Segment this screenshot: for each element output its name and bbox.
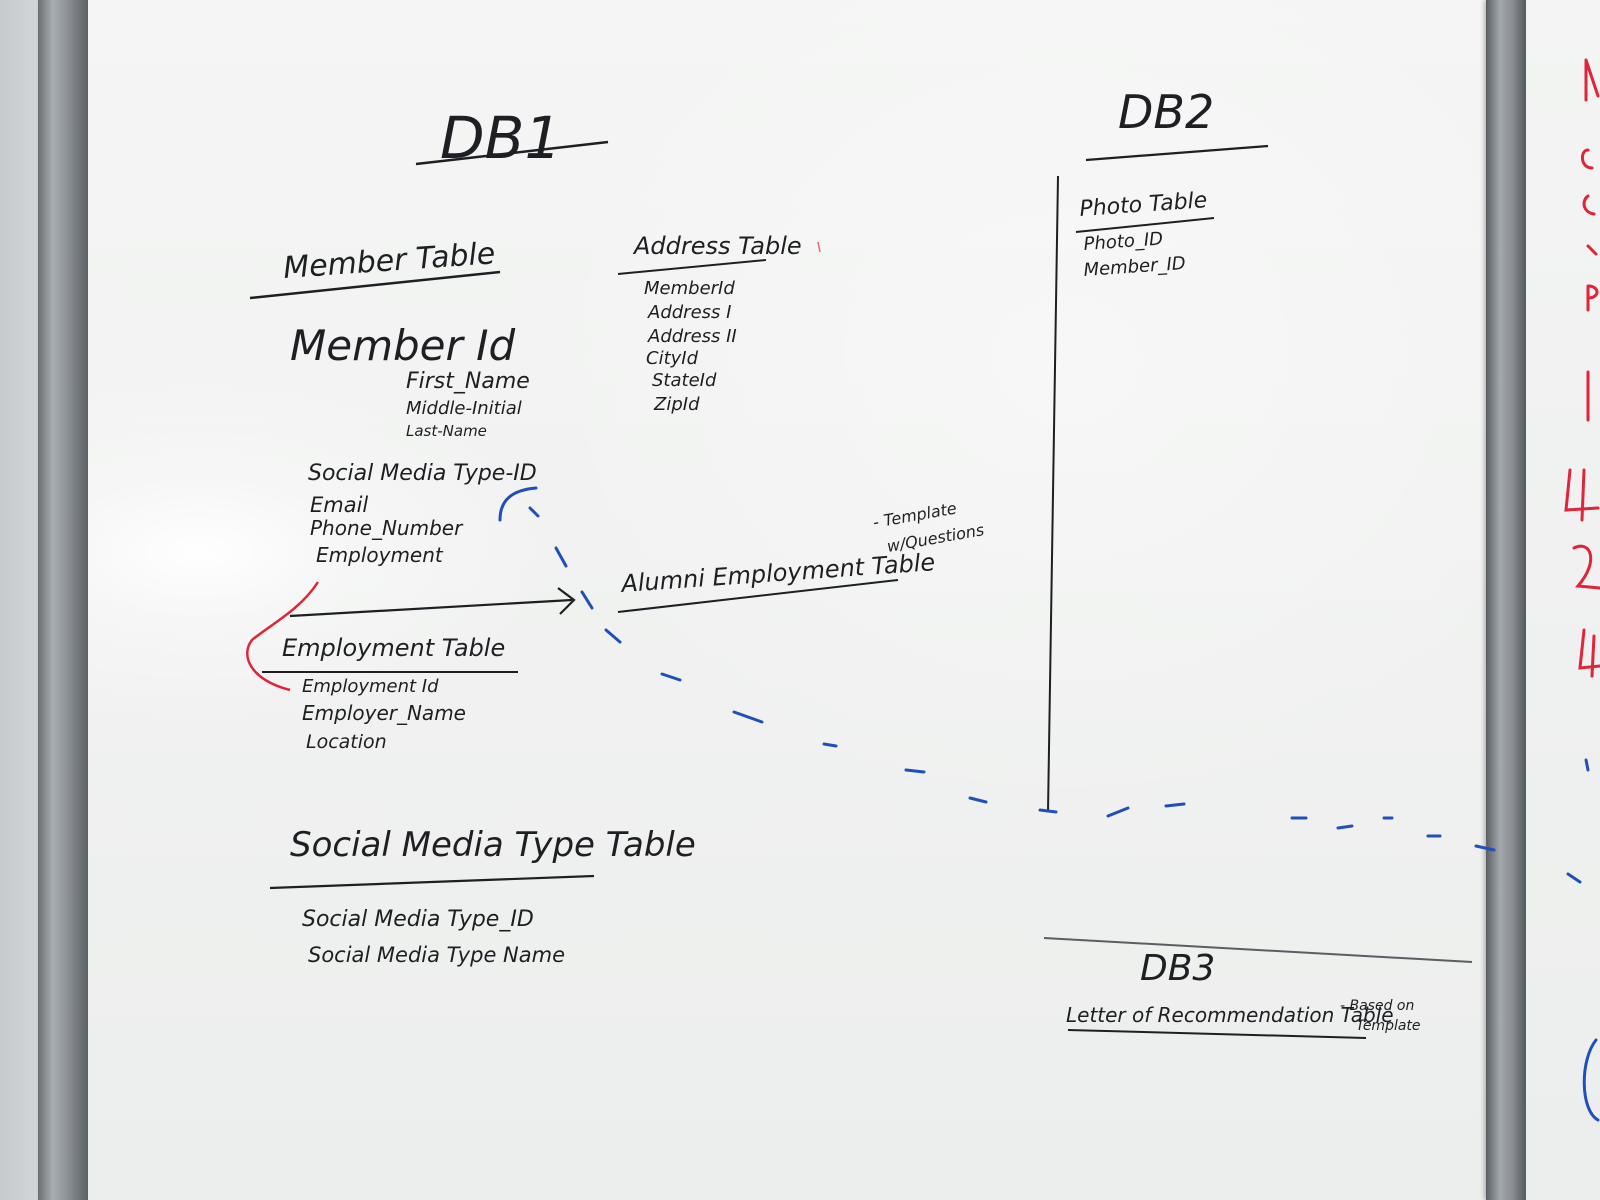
blue-dash	[1164, 802, 1186, 808]
blue-dash	[660, 672, 682, 682]
blue-dash	[1038, 808, 1058, 814]
address-field: ZipId	[653, 394, 700, 415]
blue-dash	[1566, 872, 1582, 884]
employment-table-title: Employment Table	[282, 634, 505, 662]
letter-table-title: Letter of Recommendation Table	[1066, 1003, 1394, 1027]
photo-field: Photo_ID	[1083, 228, 1164, 254]
adjacent-board-writing	[1564, 58, 1600, 1122]
db-divider-horizontal	[1043, 937, 1473, 963]
employment-field: Employer_Name	[302, 701, 466, 725]
partial-red-mark	[1572, 544, 1600, 590]
wall	[0, 0, 38, 1200]
letter-table-note: - Based on	[1340, 998, 1414, 1014]
social-media-type-field: Social Media Type Name	[308, 943, 565, 967]
alumni-employment-table-underline	[617, 579, 899, 613]
partial-blue-mark	[1582, 1038, 1600, 1122]
member-table-underline	[249, 270, 501, 300]
blue-dashed-boundary	[498, 486, 1582, 884]
address-table-underline	[617, 259, 767, 275]
address-field: Address I	[647, 302, 731, 323]
partial-red-mark	[1578, 628, 1600, 678]
db2-section: DB2 Photo Table Photo_ID Member_ID	[1047, 85, 1269, 813]
employment-table: Employment Table Employment Id Employer_…	[262, 634, 518, 753]
blue-dash	[822, 742, 838, 748]
db2-title-underline	[1085, 144, 1269, 162]
arrow-head-icon	[557, 587, 576, 615]
blue-dash	[1336, 824, 1354, 830]
letter-of-recommendation-table: Letter of Recommendation Table - Based o…	[1066, 998, 1421, 1039]
address-table-title: Address Table	[632, 232, 802, 260]
db1-title: DB1	[440, 104, 561, 172]
employment-relation-line	[246, 581, 320, 692]
social-media-type-table-title: Social Media Type Table	[290, 825, 696, 865]
partial-red-mark	[1584, 58, 1600, 102]
member-field: First_Name	[406, 369, 530, 394]
photo-table-title: Photo Table	[1079, 188, 1208, 222]
db3-title: DB3	[1140, 948, 1215, 989]
social-media-type-table-underline	[269, 874, 595, 890]
blue-dash	[528, 506, 540, 518]
adjacent-whiteboard	[1526, 0, 1600, 1200]
social-media-type-table: Social Media Type Table Social Media Typ…	[269, 825, 696, 967]
db1-section: DB1 Member Table Member Id First_Name Mi…	[246, 104, 986, 967]
blue-dash	[732, 710, 764, 724]
employment-field: Location	[306, 731, 387, 753]
arrow-line	[289, 598, 573, 618]
whiteboard-frame-right	[1486, 0, 1526, 1200]
photo-table: Photo Table Photo_ID Member_ID	[1075, 188, 1215, 281]
address-field: MemberId	[644, 278, 735, 299]
member-table: Member Table Member Id First_Name Middle…	[249, 236, 537, 567]
social-media-type-field: Social Media Type_ID	[302, 907, 534, 932]
photo-table-underline	[1075, 217, 1215, 233]
partial-red-mark	[1582, 194, 1596, 216]
member-field: Email	[310, 493, 368, 517]
partial-red-mark	[1586, 244, 1598, 256]
blue-dash	[904, 768, 926, 774]
blue-dash	[604, 628, 622, 644]
member-field: Last-Name	[406, 422, 487, 440]
whiteboard-frame-left	[38, 0, 88, 1200]
address-field: Address II	[647, 326, 737, 347]
db2-title: DB2	[1118, 85, 1214, 139]
member-field: Social Media Type-ID	[308, 461, 537, 486]
red-ink-mark	[817, 241, 821, 253]
member-field: Employment	[316, 543, 444, 567]
partial-blue-mark	[1584, 758, 1590, 772]
blue-dash	[1106, 806, 1130, 818]
member-field: Middle-Initial	[406, 398, 522, 419]
address-field: StateId	[652, 370, 717, 391]
partial-red-mark	[1581, 148, 1594, 170]
letter-table-underline	[1067, 1029, 1367, 1039]
address-field: CityId	[646, 348, 699, 369]
member-id-field: Member Id	[290, 321, 515, 370]
letter-table-note: Template	[1356, 1018, 1421, 1034]
blue-dash	[554, 546, 568, 568]
whiteboard-surface	[88, 0, 1486, 1200]
db1-title-underline	[415, 140, 609, 166]
blue-dash	[580, 590, 594, 610]
alumni-employment-table: Alumni Employment Table - Template w/Que…	[617, 499, 986, 613]
member-field: Phone_Number	[310, 516, 464, 540]
member-table-title: Member Table	[282, 236, 496, 286]
blue-dash	[498, 486, 538, 522]
photo-field: Member_ID	[1083, 253, 1186, 281]
address-table: Address Table MemberId Address I Address…	[617, 232, 802, 415]
partial-red-mark	[1586, 284, 1599, 312]
db3-section: DB3 Letter of Recommendation Table - Bas…	[1043, 937, 1473, 1039]
blue-dash	[968, 796, 988, 804]
employment-field: Employment Id	[302, 676, 439, 697]
blue-dash	[1474, 844, 1496, 852]
partial-red-mark	[1564, 468, 1600, 522]
db-divider-vertical	[1047, 175, 1059, 813]
